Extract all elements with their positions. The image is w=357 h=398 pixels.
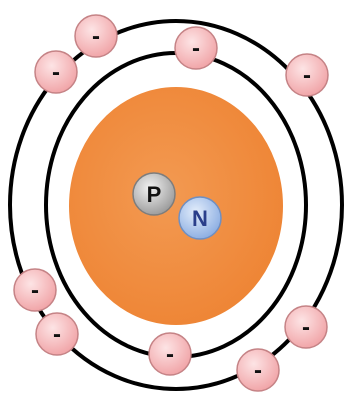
electron: - [75,15,117,57]
electron: - [286,54,328,96]
electron-label: - [302,314,310,341]
electron: - [285,306,327,348]
electron: - [35,51,77,93]
electron-label: - [303,62,311,89]
electron: - [149,333,191,375]
electron-label: - [53,321,61,348]
electron-label: - [166,341,174,368]
electron: - [175,27,217,69]
electron-label: - [254,357,262,384]
electron-label: - [31,277,39,304]
proton: P [133,173,175,215]
neutron-label: N [192,206,208,231]
proton-label: P [147,182,162,207]
electron: - [237,349,279,391]
neutron: N [179,197,221,239]
electron-label: - [192,35,200,62]
electron: - [14,269,56,311]
electron-label: - [92,23,100,50]
electron: - [36,313,78,355]
nucleus [68,86,284,326]
electron-label: - [52,59,60,86]
